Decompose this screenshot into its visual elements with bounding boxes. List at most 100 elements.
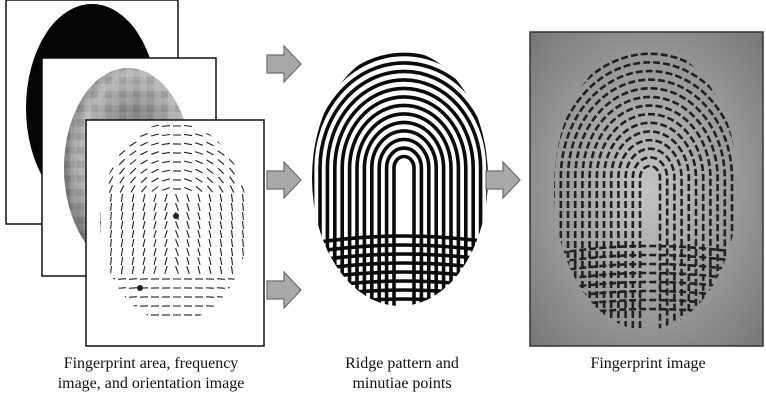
orientation-segment	[240, 185, 246, 193]
orientation-segment	[175, 248, 179, 256]
orientation-segment	[230, 256, 234, 266]
orientation-image-panel	[85, 119, 265, 347]
orientation-segment	[175, 194, 179, 202]
orientation-segment	[110, 265, 112, 275]
orientation-segment	[120, 247, 124, 257]
orientation-segment	[186, 248, 190, 256]
orientation-segment	[161, 133, 171, 137]
orientation-segment	[227, 278, 237, 280]
orientation-segment	[142, 238, 146, 248]
ridge-line	[609, 130, 691, 330]
orientation-segment	[208, 247, 212, 257]
orientation-segment	[140, 159, 148, 165]
orientation-segment	[161, 169, 171, 173]
orientation-segment	[183, 160, 193, 164]
orientation-segment	[229, 185, 235, 193]
orientation-segment	[164, 248, 168, 256]
orientation-segment	[175, 266, 179, 274]
orientation-segment	[230, 220, 234, 230]
orientation-segment	[242, 220, 244, 230]
orientation-segment	[131, 203, 135, 211]
orientation-segment	[151, 160, 159, 164]
orientation-segment	[230, 238, 234, 248]
orientation-segment	[208, 256, 212, 266]
orientation-segment	[197, 247, 201, 257]
orientation-segment	[230, 265, 234, 275]
core-point	[173, 213, 179, 219]
ridge-line	[392, 154, 416, 306]
ridge-line	[325, 78, 483, 306]
orientation-segment	[142, 193, 146, 203]
orientation-segment	[208, 238, 212, 248]
orientation-segment	[120, 265, 124, 275]
orientation-segment	[207, 185, 213, 193]
orientation-segment	[164, 221, 168, 229]
orientation-segment	[119, 176, 125, 184]
orientation-segment	[206, 159, 214, 165]
orientation-segment	[230, 211, 234, 221]
orientation-segment	[131, 257, 135, 265]
ridge-line	[624, 147, 676, 330]
ridge-line	[347, 103, 461, 306]
orientation-segment	[228, 158, 236, 166]
orientation-segment	[242, 193, 244, 203]
orientation-segment	[153, 265, 157, 275]
ridge-line	[384, 146, 424, 306]
orientation-segment	[130, 185, 136, 193]
orientation-segment	[117, 278, 127, 280]
orientation-segment	[108, 167, 114, 175]
orientation-segment	[142, 229, 146, 239]
ridge-line	[377, 137, 431, 306]
orientation-segment	[164, 203, 168, 211]
ridge-line	[362, 120, 446, 306]
orientation-segment	[186, 257, 190, 265]
caption-ridge-pattern-line1: Ridge pattern and	[345, 355, 459, 372]
orientation-segment	[175, 221, 179, 229]
orientation-segment	[229, 176, 235, 184]
orientation-segment	[195, 177, 203, 183]
orientation-segment	[197, 265, 201, 275]
caption-input-maps-line2: image, and orientation image	[57, 375, 245, 392]
orientation-segment	[142, 220, 146, 230]
orientation-segment	[242, 202, 244, 212]
ridge-line	[573, 86, 727, 330]
caption-fingerprint-line1: Fingerprint image	[590, 355, 706, 372]
orientation-segment	[110, 202, 112, 212]
arrow-right-icon	[266, 270, 302, 310]
delta-point	[137, 285, 143, 291]
orientation-segment	[197, 256, 201, 266]
ridge-line	[355, 112, 453, 306]
ridge-line	[340, 95, 468, 306]
orientation-segment	[118, 167, 126, 175]
orientation-segment	[164, 266, 168, 274]
orientation-segment	[161, 125, 171, 127]
orientation-segment	[140, 176, 148, 184]
orientation-segment	[120, 229, 124, 239]
orientation-segment	[118, 158, 126, 166]
orientation-segment	[153, 256, 157, 266]
orientation-segment	[153, 238, 157, 248]
caption-ridge-pattern: Ridge pattern and minutiae points	[308, 354, 496, 394]
orientation-segment	[186, 230, 190, 238]
ridge-line	[581, 95, 719, 330]
orientation-segment	[164, 194, 168, 202]
orientation-segment	[153, 220, 157, 230]
orientation-segment	[219, 239, 223, 247]
orientation-segment	[197, 229, 201, 239]
orientation-segment	[242, 238, 244, 248]
caption-input-maps: Fingerprint area, frequency image, and o…	[20, 354, 282, 394]
orientation-segment	[129, 176, 137, 184]
orientation-segment	[162, 160, 170, 164]
orientation-segment	[140, 150, 148, 156]
orientation-segment	[151, 168, 159, 174]
orientation-segment	[219, 221, 223, 229]
caption-input-maps-line1: Fingerprint area, frequency	[63, 355, 239, 372]
orientation-segment	[142, 256, 146, 266]
orientation-segment	[120, 202, 124, 212]
orientation-segment	[131, 221, 135, 229]
orientation-segment	[242, 211, 244, 221]
orientation-segment	[186, 203, 190, 211]
orientation-segment	[128, 296, 138, 298]
orientation-segment	[175, 257, 179, 265]
